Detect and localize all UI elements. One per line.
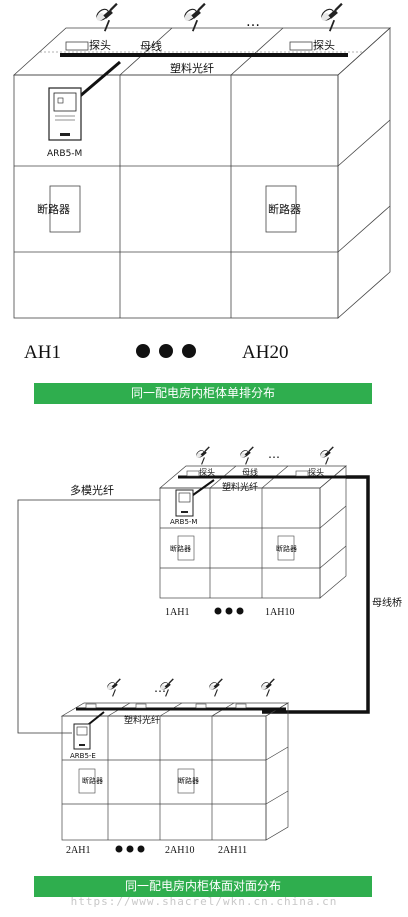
probe-box: [65, 41, 89, 51]
sensor-group: [107, 446, 334, 697]
ellipsis-dots: [214, 607, 244, 615]
cabinet-side-face: [337, 27, 391, 319]
cabinet-first-label: AH1: [24, 342, 61, 363]
breaker-label: 断路器: [268, 202, 301, 216]
probe-label: 探头: [313, 39, 335, 52]
breaker-label: 断路器: [170, 544, 191, 553]
arb5-m-device: [48, 87, 82, 141]
breaker-label: 断路器: [178, 776, 199, 785]
multimode-fiber-label: 多模光纤: [70, 483, 114, 497]
breaker-label: 断路器: [37, 202, 70, 216]
device-label: ARB5-M: [170, 518, 197, 526]
sensor-icon: [321, 2, 343, 32]
sensor-icon: [107, 678, 121, 697]
breaker-box: [277, 535, 295, 561]
multimode-fiber-line: [17, 499, 160, 734]
probe-box: [289, 41, 313, 51]
breaker-box: [177, 535, 195, 561]
sensor-icon: [240, 446, 254, 465]
cabinet-last-label: AH20: [242, 342, 288, 363]
sensor-icon: [96, 2, 118, 32]
watermark-text: https://www.shacrel/wkn.cn.china.cn: [70, 895, 338, 908]
sensor-group: [96, 2, 343, 32]
probe-label: 探头: [308, 467, 324, 477]
probe-label: 探头: [89, 39, 111, 52]
sensor-icon: [261, 678, 275, 697]
fiber-label: 塑料光纤: [170, 61, 214, 75]
sensor-icon: [160, 678, 174, 697]
cabinet-row-upper: [159, 465, 347, 599]
arb5-m-device-upper: [175, 489, 194, 517]
probe-box: [186, 470, 200, 477]
cabinet-last-label: 1AH10: [265, 607, 294, 618]
busbar-label: 母线: [140, 39, 162, 53]
ellipsis-dots: [136, 344, 196, 358]
ellipsis-label: …: [246, 14, 260, 30]
cabinet-row-lower: [60, 702, 290, 841]
probe-boxes-lower: [85, 703, 247, 709]
cabinet-first-label: 2AH1: [66, 845, 90, 856]
busbar-bridge-line: [262, 475, 370, 714]
device-label: ARB5-E: [70, 752, 96, 760]
sensor-icon: [209, 678, 223, 697]
cabinet-first-label: 1AH1: [165, 607, 189, 618]
fiber-label: 塑料光纤: [222, 481, 258, 493]
busbar-label: 母线: [242, 467, 258, 477]
caption-banner-single-row: 同一配电房内柜体单排分布: [34, 383, 372, 404]
breaker-label: 断路器: [276, 544, 297, 553]
probe-label: 探头: [199, 467, 215, 477]
cabinet-row-single: [12, 27, 392, 319]
probe-box: [295, 470, 309, 477]
sensor-icon: [184, 2, 206, 32]
ellipsis-label: …: [268, 447, 280, 461]
ellipsis-dots: [115, 845, 145, 853]
breaker-box: [265, 185, 297, 233]
sensor-icon: [196, 446, 210, 465]
breaker-box: [49, 185, 81, 233]
cabinet-last-label: 2AH11: [218, 845, 247, 856]
fiber-label: 塑料光纤: [124, 714, 160, 726]
caption-banner-face-to-face: 同一配电房内柜体面对面分布: [34, 876, 372, 897]
device-label: ARB5-M: [47, 149, 82, 159]
busbar-bridge-label: 母线桥: [372, 596, 402, 609]
breaker-box: [78, 768, 96, 794]
arb5-e-device: [73, 723, 91, 750]
sensor-icon: [320, 446, 334, 465]
breaker-label: 断路器: [82, 776, 103, 785]
cabinet-mid-label: 2AH10: [165, 845, 194, 856]
breaker-box: [177, 768, 195, 794]
